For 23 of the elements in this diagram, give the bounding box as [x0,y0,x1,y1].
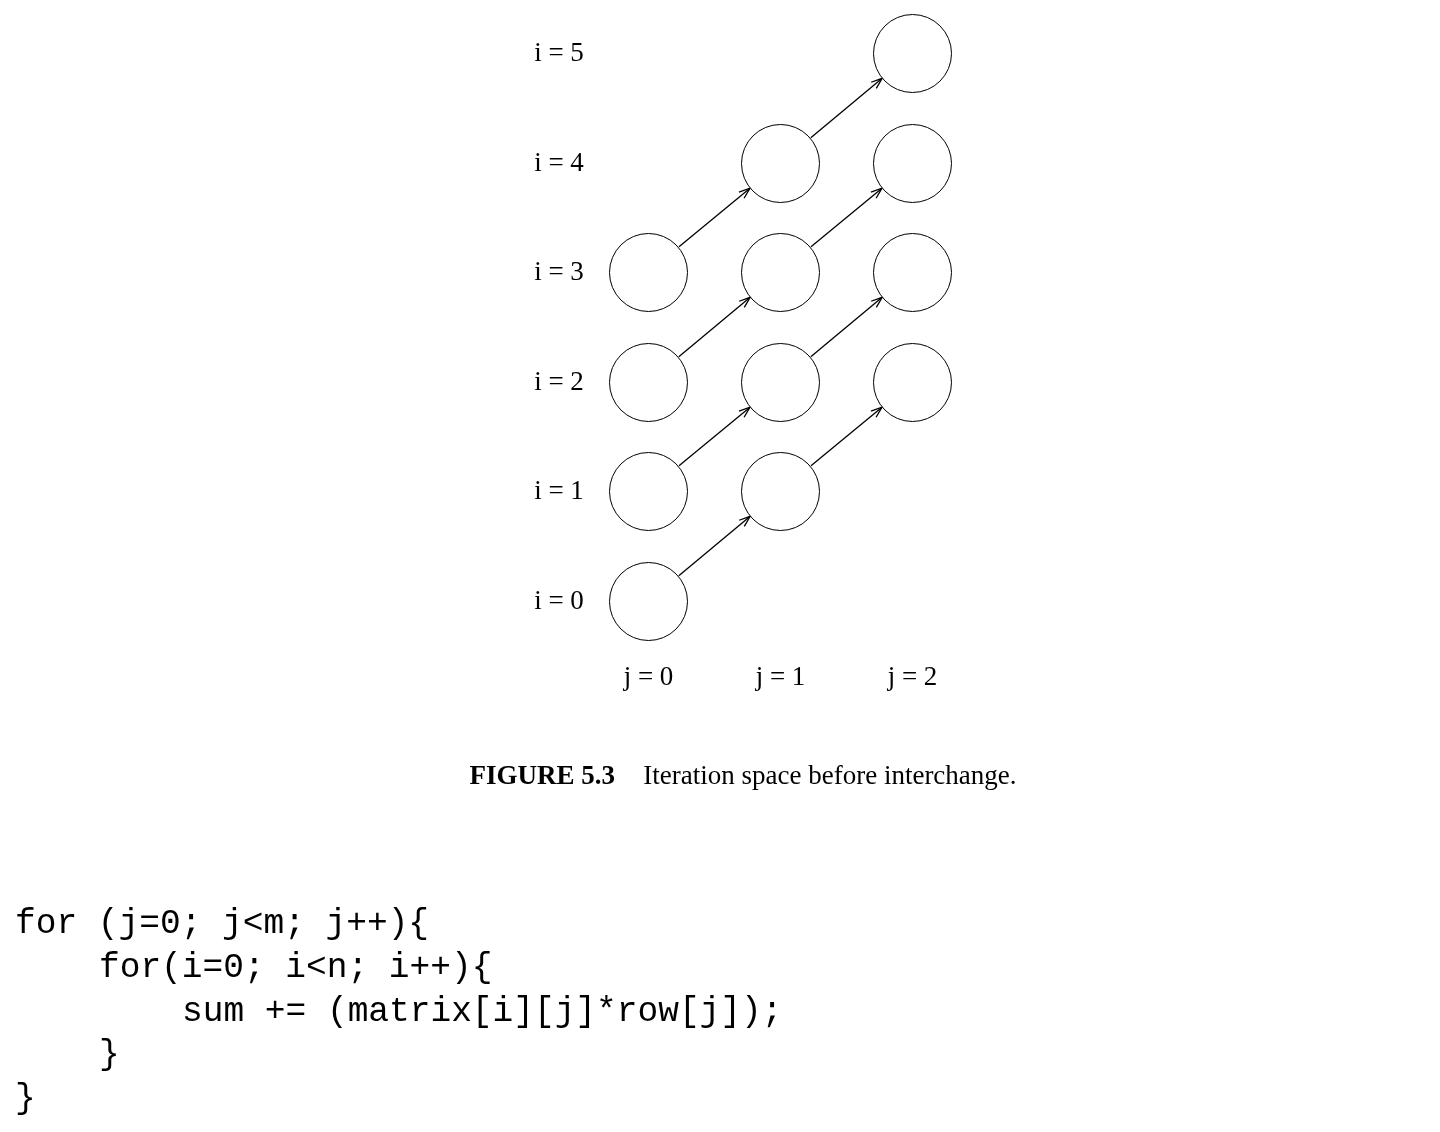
code-line: for(i=0; i<n; i++){ [99,949,493,987]
arrow [678,406,751,467]
row-label: i = 3 [534,257,584,287]
column-label: j = 1 [755,662,806,692]
arrow [810,77,883,139]
arrow [678,187,751,248]
arrow [810,187,883,248]
code-line: } [15,1080,36,1118]
row-label: i = 2 [534,367,584,397]
column-label: j = 2 [887,662,938,692]
code-line: } [99,1036,120,1074]
row-label: i = 4 [534,148,584,178]
code-line: sum += (matrix[i][j]*row[j]); [182,993,783,1031]
row-label: i = 1 [534,476,584,506]
row-label: i = 0 [534,586,584,616]
arrow [810,406,883,467]
column-label: j = 0 [623,662,674,692]
figure-caption: FIGURE 5.3 Iteration space before interchange. [469,761,1017,791]
arrow [678,515,751,577]
arrow [810,296,883,358]
code-line: for (j=0; j<m; j++){ [15,905,430,943]
arrow [678,296,751,358]
row-label: i = 5 [534,38,584,68]
